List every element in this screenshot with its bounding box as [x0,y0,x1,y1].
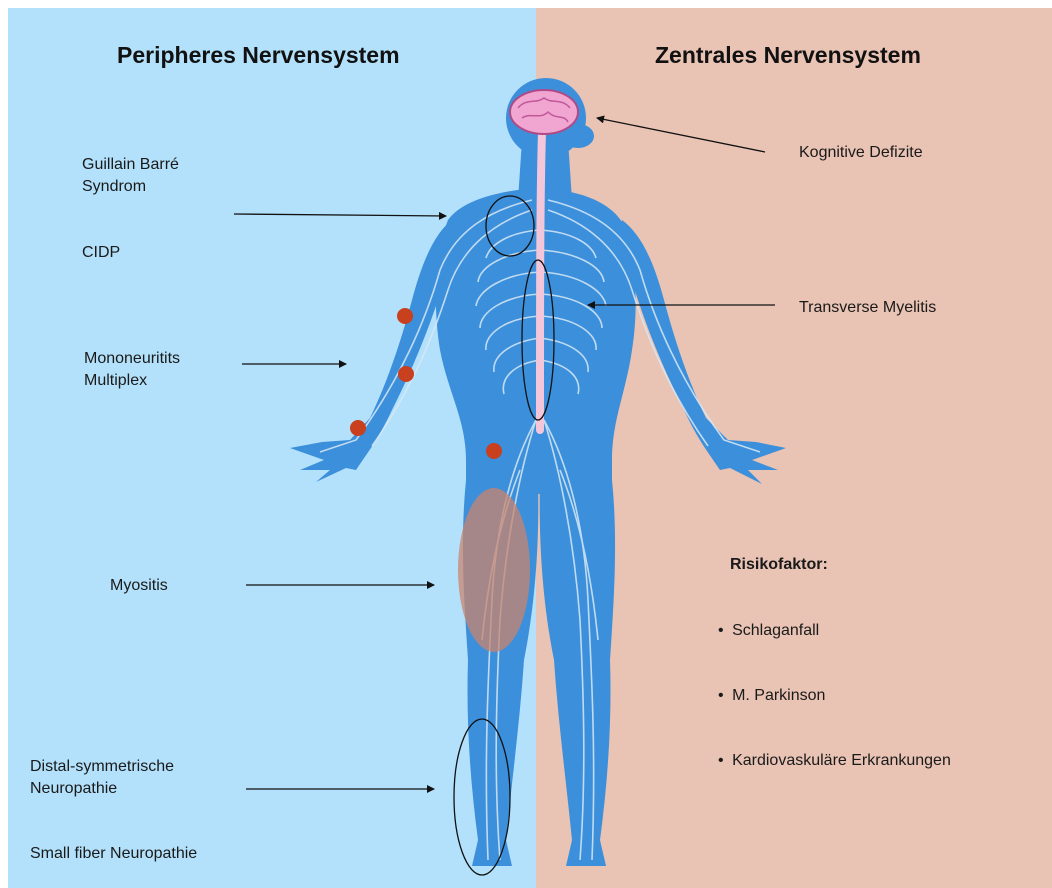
label-line: Neuropathie [30,778,174,800]
lesion-dot [397,308,413,324]
label-mononeuritis: Mononeuritits Multiplex [84,348,180,392]
label-myositis: Myositis [110,575,168,597]
risk-item: • Kardiovaskuläre Erkrankungen [718,750,951,772]
label-guillain-barre: Guillain Barré Syndrom [82,154,179,198]
label-small-fiber: Small fiber Neuropathie [30,843,197,865]
risk-text: M. Parkinson [732,687,825,704]
central-heading: Zentrales Nervensystem [655,42,921,69]
label-line: Syndrom [82,176,179,198]
bullet: • [718,752,724,769]
brain [510,90,578,134]
peripheral-heading: Peripheres Nervensystem [117,42,400,69]
risk-factor-title: Risikofaktor: [730,554,828,576]
label-line: Guillain Barré [82,154,179,176]
label-transverse-myelitis: Transverse Myelitis [799,297,936,319]
risk-item: • Schlaganfall [718,620,819,642]
label-cognitive-deficits: Kognitive Defizite [799,142,923,164]
risk-text: Kardiovaskuläre Erkrankungen [732,752,951,769]
spinal-cord [540,132,542,430]
arrow-cognitive [597,118,765,152]
arrow-gbs [234,214,446,216]
lesion-dot [486,443,502,459]
label-line: Multiplex [84,370,180,392]
myositis-thigh-area [458,488,530,652]
label-line: Mononeuritits [84,348,180,370]
label-distal-neuropathy: Distal-symmetrische Neuropathie [30,756,174,800]
risk-text: Schlaganfall [732,622,819,639]
label-cidp: CIDP [82,242,120,264]
bullet: • [718,622,724,639]
risk-item: • M. Parkinson [718,685,825,707]
bullet: • [718,687,724,704]
lesion-dot [398,366,414,382]
lesion-dot [350,420,366,436]
label-line: Distal-symmetrische [30,756,174,778]
